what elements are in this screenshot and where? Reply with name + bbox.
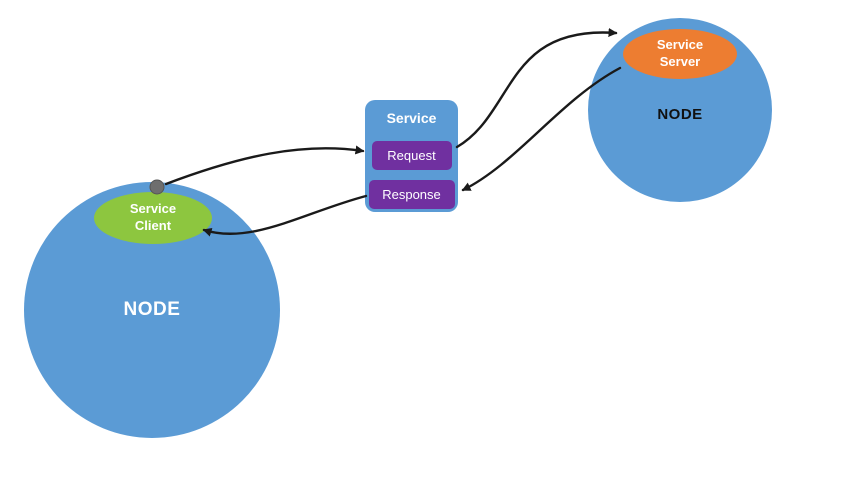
service-box-title: Service (386, 110, 437, 126)
left-node-label: NODE (123, 299, 181, 320)
arrow-client-to-request (164, 145, 365, 186)
request-box: Request (371, 141, 452, 170)
service-server-ellipse: Service Server (623, 29, 737, 79)
right-node-label: NODE (657, 105, 703, 123)
service-client-label: Service Client (129, 201, 177, 233)
response-box: Response (368, 180, 455, 209)
service-server-label: Service Server (656, 37, 704, 69)
service-box: Service Request Response (365, 100, 458, 212)
service-client-ellipse: Service Client (94, 192, 212, 244)
